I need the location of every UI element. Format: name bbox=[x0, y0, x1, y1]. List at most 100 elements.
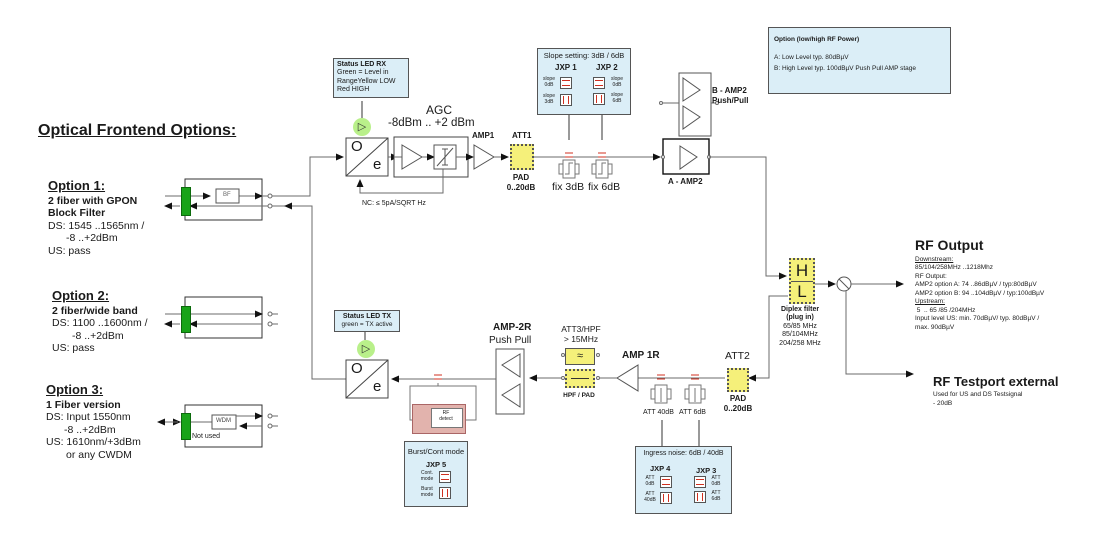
option-2-spec: -8 ..+2dBm bbox=[72, 329, 124, 342]
rf-testport-details: Used for US and DS Testsignal - 20dB bbox=[933, 391, 1023, 407]
status-led-tx-line: green = TX active bbox=[341, 321, 393, 329]
agc-range: -8dBm .. +2 dBm bbox=[388, 117, 475, 129]
att1-label: ATT1 bbox=[512, 131, 532, 140]
slope-setting-title: Slope setting: 3dB / 6dB bbox=[543, 51, 625, 60]
wdm-label: WDM bbox=[216, 418, 231, 424]
att3-label: ATT3/HPF> 15MHz bbox=[561, 324, 601, 345]
rf-power-option-box: Option (low/high RF Power) A: Low Level … bbox=[768, 27, 951, 94]
jxp4-jumper-vertical-icon[interactable] bbox=[660, 492, 672, 504]
ingress-noise-title: Ingress noise: 6dB / 40dB bbox=[643, 450, 724, 457]
oe-tx-o: O bbox=[351, 360, 363, 377]
option-2-subtitle: 2 fiber/wide band bbox=[52, 304, 138, 317]
att-40db-symbol bbox=[650, 384, 672, 404]
agc-amp-triangle bbox=[401, 144, 423, 170]
att-40db-label: ATT 40dB bbox=[643, 409, 674, 416]
amp2r-label: AMP-2R bbox=[493, 322, 532, 333]
fix-6db-label: fix 6dB bbox=[588, 181, 621, 193]
fiber-connector-icon bbox=[181, 306, 191, 333]
slope-setting-box: Slope setting: 3dB / 6dB JXP 1 JXP 2 slo… bbox=[537, 48, 631, 115]
hpf-pad-label: HPF / PAD bbox=[563, 392, 595, 399]
status-led-tx-box: Status LED TX green = TX active bbox=[334, 310, 400, 333]
option-3-text: Option 3: 1 Fiber version DS: Input 1550… bbox=[46, 382, 141, 462]
diplex-filter-icon[interactable]: H L bbox=[789, 258, 815, 304]
led-tx-icon: ▷ bbox=[357, 340, 375, 358]
jxp5-jumper-horizontal-icon[interactable] bbox=[439, 471, 451, 483]
option-2-spec: US: pass bbox=[52, 342, 95, 355]
option-1-spec: US: pass bbox=[48, 244, 91, 257]
fix-3db-symbol bbox=[558, 159, 580, 179]
amp1r-label: AMP 1R bbox=[622, 350, 660, 361]
jxp1-jumper-vertical-icon[interactable] bbox=[560, 94, 572, 106]
att2-label: ATT2 bbox=[725, 350, 750, 362]
status-led-rx-line: Green = Level in bbox=[337, 69, 389, 77]
jxp3-label: JXP 3 bbox=[696, 466, 717, 475]
option-3-spec: DS: Input 1550nm bbox=[46, 411, 131, 424]
amp2r-sub: Push Pull bbox=[489, 335, 532, 346]
jxp2-jumper-horizontal-icon[interactable] bbox=[593, 77, 605, 89]
amp1-label: AMP1 bbox=[472, 131, 495, 140]
option-3-subtitle: 1 Fiber version bbox=[46, 398, 121, 411]
status-led-rx-box: Status LED RX Green = Level in RangeYell… bbox=[333, 58, 409, 98]
fix-6db-symbol bbox=[591, 159, 613, 179]
status-led-tx-title: Status LED TX bbox=[342, 313, 392, 320]
fiber-connector-icon bbox=[181, 413, 191, 440]
att-6db-label: ATT 6dB bbox=[679, 409, 706, 416]
jxp4-label: JXP 4 bbox=[650, 464, 671, 473]
rf-power-line-a: A: Low Level typ. 80dBµV bbox=[774, 54, 849, 61]
option-2-heading: Option 2: bbox=[52, 288, 110, 303]
jxp2-label: JXP 2 bbox=[596, 63, 618, 72]
jxp1-jumper-horizontal-icon[interactable] bbox=[560, 77, 572, 89]
amp1-triangle bbox=[473, 144, 495, 170]
rf-power-title: Option (low/high RF Power) bbox=[774, 36, 860, 43]
jxp2-jumper-vertical-icon[interactable] bbox=[593, 93, 605, 105]
diplex-low: L bbox=[797, 282, 807, 301]
option-3-spec: -8 ..+2dBm bbox=[64, 423, 116, 436]
amp1r-triangle bbox=[616, 364, 639, 392]
att1-pad-label: PAD bbox=[512, 173, 530, 182]
hpf-pad-icon bbox=[565, 369, 595, 388]
jxp5-label: JXP 5 bbox=[425, 460, 447, 469]
agc-noise: NC: ≤ 5pA/SQRT Hz bbox=[362, 200, 426, 207]
burst-cont-title: Burst/Cont mode bbox=[407, 447, 465, 456]
jxp5-jumper-vertical-icon[interactable] bbox=[439, 487, 451, 499]
option-1-heading: Option 1: bbox=[48, 178, 106, 193]
bf-block bbox=[215, 188, 240, 204]
diplex-label: Diplex filter (plug in) 65/85 MHz 85/104… bbox=[779, 306, 821, 347]
fiber-connector-icon bbox=[181, 187, 191, 216]
option-1-subtitle: Block Filter bbox=[48, 207, 106, 220]
jxp3-jumper-horizontal-icon[interactable] bbox=[694, 476, 706, 488]
amp2-a-label: A - AMP2 bbox=[668, 177, 703, 186]
att1-pad-icon bbox=[510, 144, 534, 170]
option-3-spec: US: 1610nm/+3dBm bbox=[46, 436, 141, 449]
jxp5-opt1-label: Cont.mode bbox=[420, 470, 434, 482]
wdm-block bbox=[211, 414, 237, 430]
ingress-noise-box: Ingress noise: 6dB / 40dB JXP 4 JXP 3 AT… bbox=[635, 446, 732, 514]
fix-3db-label: fix 3dB bbox=[552, 181, 585, 193]
hpf-filter-icon: ≈ bbox=[565, 348, 595, 365]
jxp3-jumper-vertical-icon[interactable] bbox=[694, 491, 706, 503]
oe-tx-e: e bbox=[373, 378, 382, 395]
rf-testport-title: RF Testport external bbox=[933, 374, 1059, 389]
option-1-text: Option 1: 2 fiber with GPON Block Filter… bbox=[48, 178, 144, 258]
rf-power-line-b: B: High Level typ. 100dBµV Push Pull AMP… bbox=[774, 65, 917, 72]
page-title: Optical Frontend Options: bbox=[38, 122, 237, 139]
option-1-spec: -8 ..+2dBm bbox=[66, 232, 118, 245]
att1-range: 0..20dB bbox=[506, 183, 536, 192]
option-2-text: Option 2: 2 fiber/wide band DS: 1100 ..1… bbox=[52, 288, 148, 355]
led-rx-icon: ▷ bbox=[353, 118, 371, 136]
jxp4-jumper-horizontal-icon[interactable] bbox=[660, 476, 672, 488]
